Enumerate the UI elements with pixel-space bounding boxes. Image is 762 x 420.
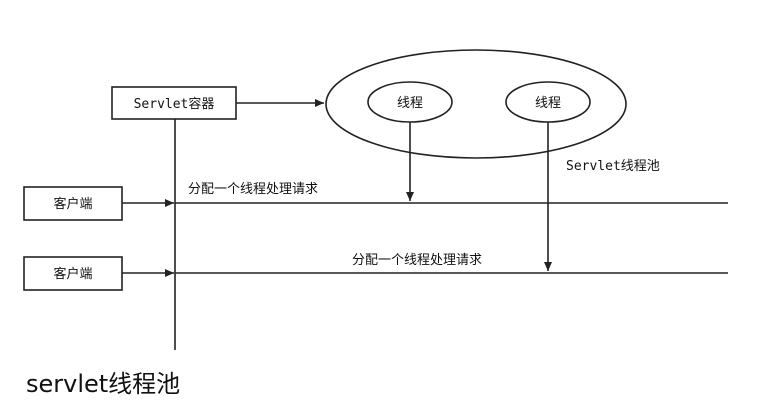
thread-1-label: 线程 xyxy=(397,96,423,111)
caption: servlet线程池 xyxy=(26,370,181,398)
thread-pool-ellipse xyxy=(325,49,627,159)
client-label-1: 客户端 xyxy=(53,196,92,212)
assign-label-1: 分配一个线程处理请求 xyxy=(188,182,318,197)
client-box-1 xyxy=(23,186,123,221)
thread-pool-label: Servlet线程池 xyxy=(566,159,660,174)
servlet-container-label: Servlet容器 xyxy=(134,96,215,112)
assign-label-2: 分配一个线程处理请求 xyxy=(352,253,482,268)
thread-2-label: 线程 xyxy=(535,96,561,111)
servlet-thread-pool-diagram: 线程 线程 Servlet线程池 Servlet容器 客户端 客户端 分配一个线… xyxy=(23,49,728,350)
client-label-2: 客户端 xyxy=(53,266,92,282)
